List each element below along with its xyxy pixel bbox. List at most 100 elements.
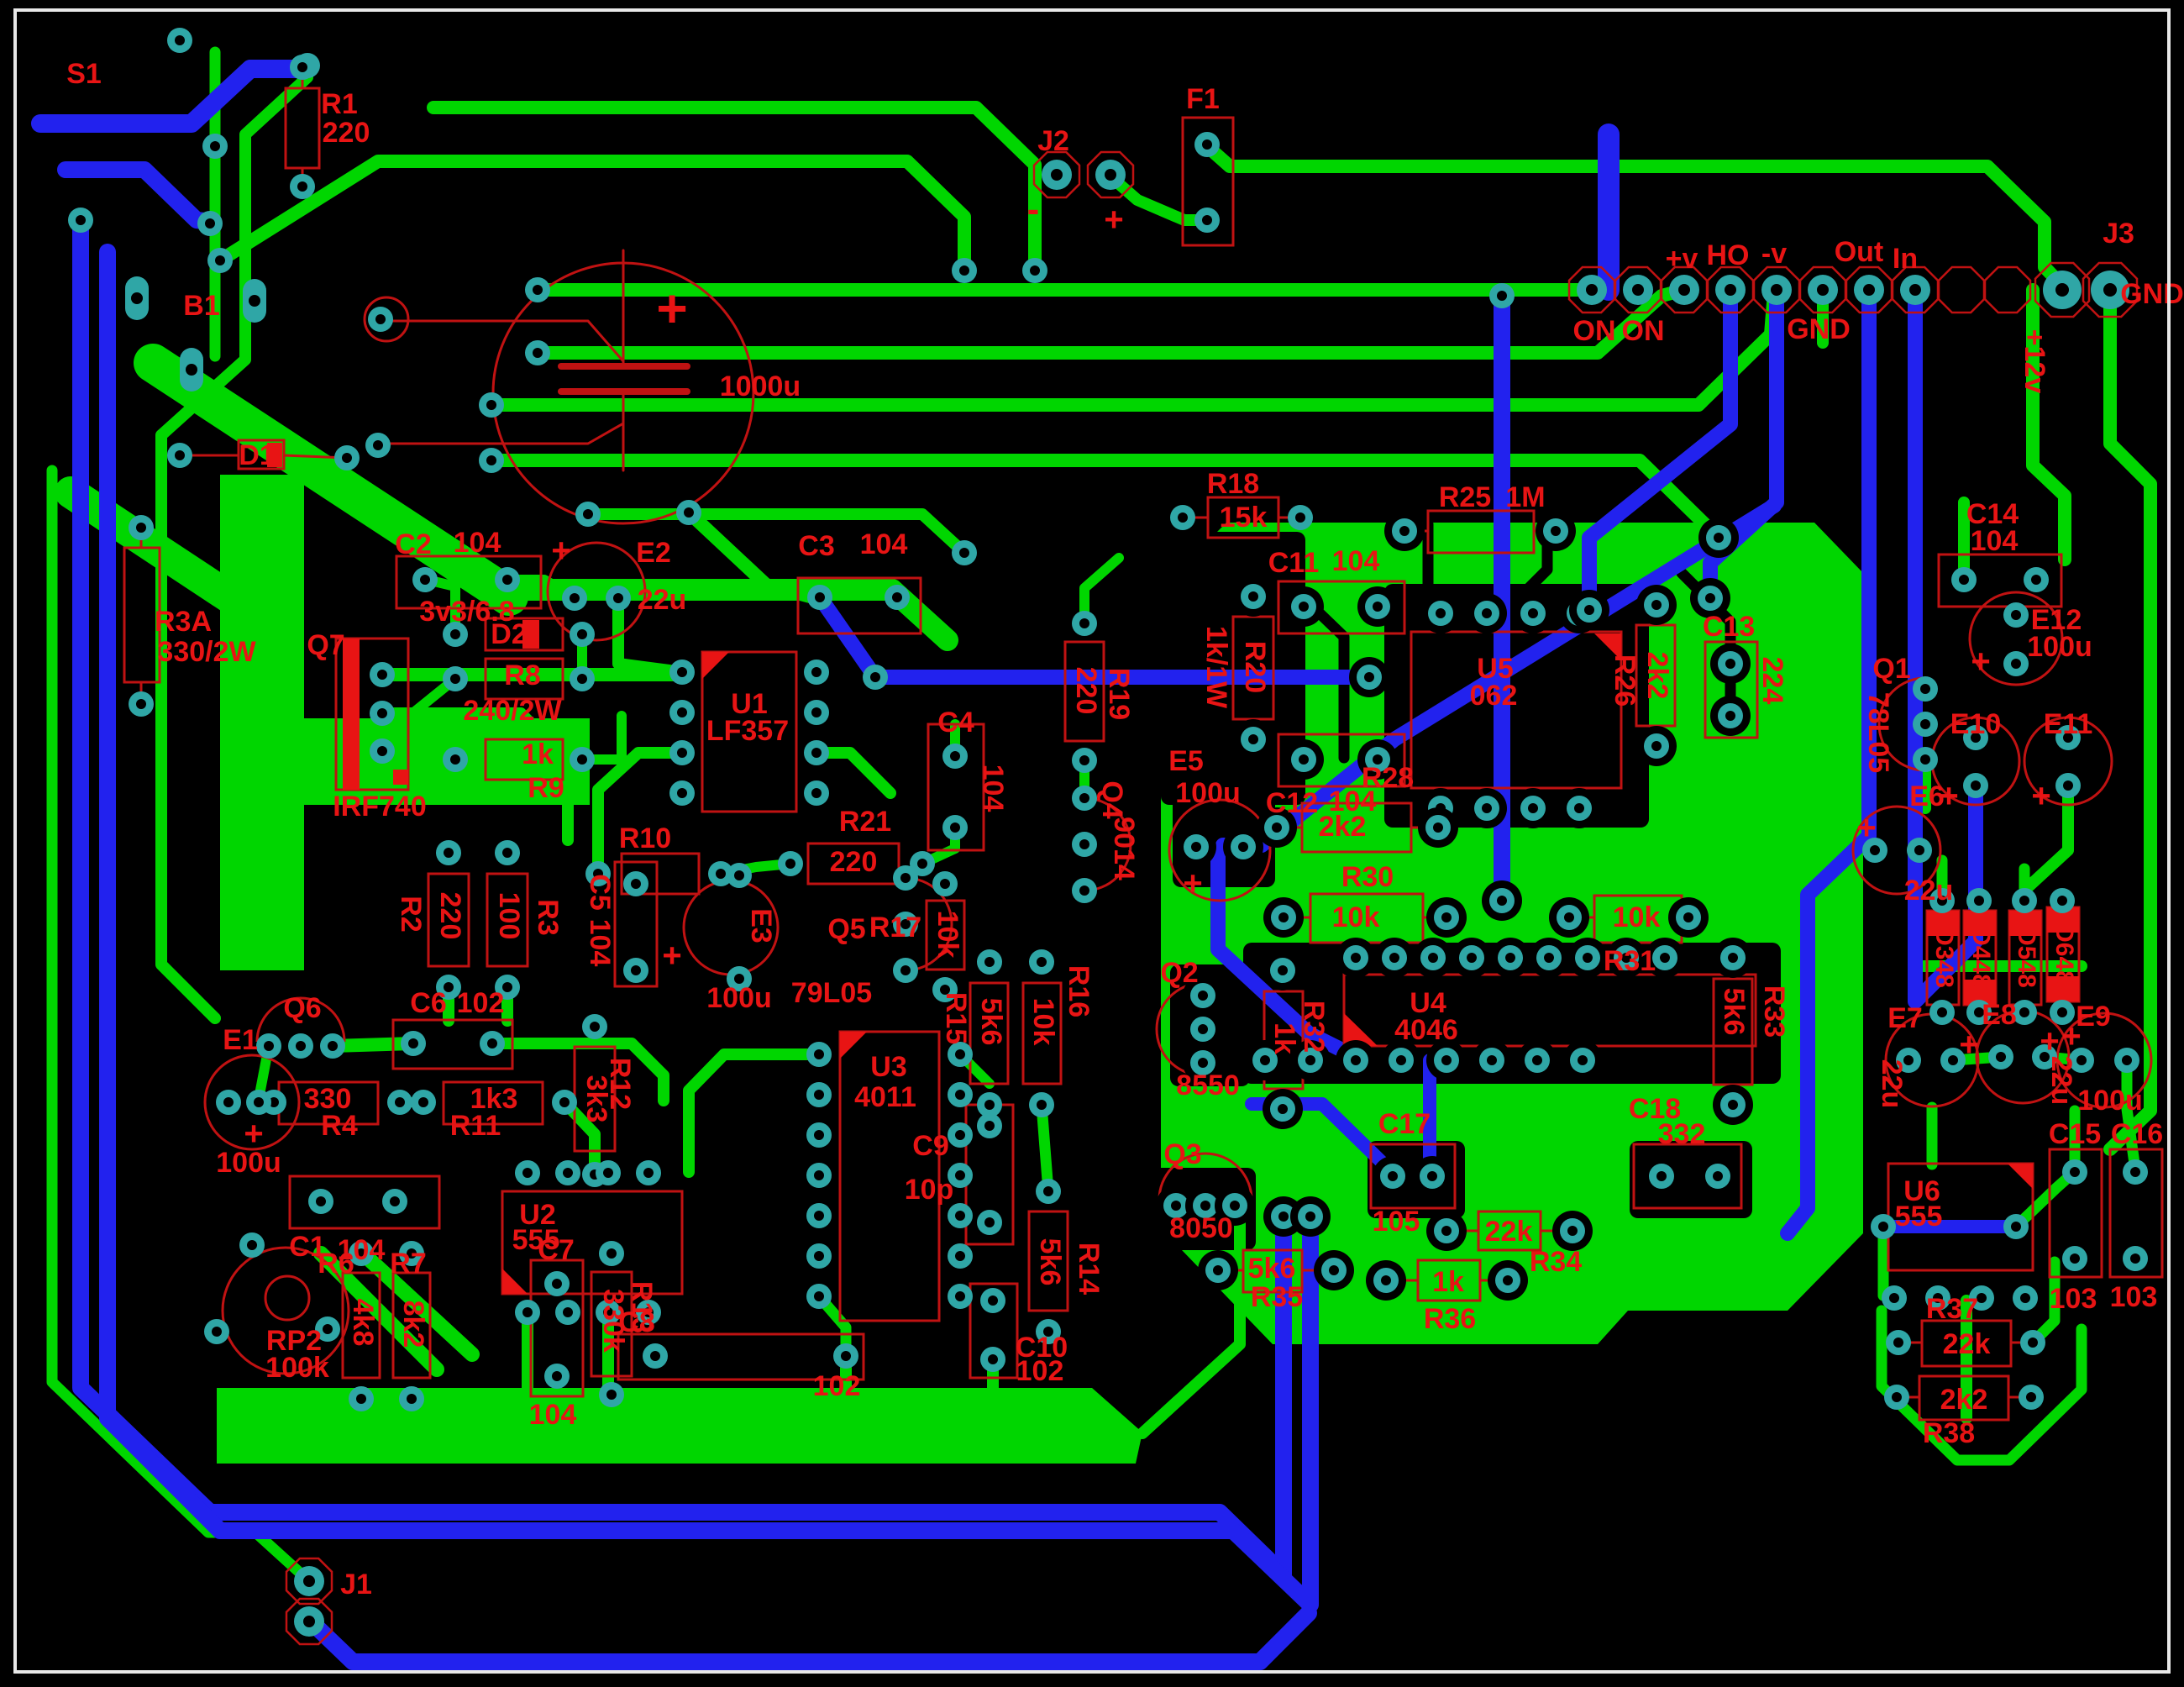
silkscreen-label: D448 (1967, 928, 1995, 988)
empty-pad-outline (1937, 265, 1986, 314)
pad-hole (264, 1041, 274, 1051)
pad-hole (590, 1022, 600, 1032)
silkscreen-label: E2 (636, 537, 671, 569)
pad-hole (377, 670, 387, 680)
silkscreen-label: R3A (155, 606, 212, 638)
pad-hole (533, 348, 543, 358)
transistor-outline (255, 996, 346, 1043)
component-outline (1937, 553, 2063, 608)
blue-trace (31, 60, 310, 133)
pad-hole (2011, 659, 2021, 669)
silkscreen-label: E9 (2076, 1001, 2111, 1033)
pad-hole (1198, 991, 1208, 1001)
component-outline (1632, 1143, 1743, 1210)
pad-hole (297, 62, 307, 72)
silkscreen-label: C6 (410, 987, 446, 1019)
silkscreen-label: 1M (1505, 481, 1545, 513)
pad-hole (2076, 1055, 2087, 1065)
silkscreen-label: J3 (2103, 218, 2134, 250)
green-trace (612, 592, 688, 678)
silkscreen-label: 1k (522, 738, 554, 770)
pad-hole (577, 674, 587, 684)
blue-trace (72, 213, 1292, 1583)
silkscreen-label: 062 (1470, 680, 1518, 712)
component-outline (1063, 640, 1105, 743)
component-outline (1277, 580, 1406, 635)
pad-hole (870, 672, 880, 682)
pad-hole (1909, 284, 1921, 296)
pad-hole (1396, 1055, 1406, 1065)
pad-hole (1544, 953, 1554, 963)
pad-hole (175, 450, 185, 460)
pad-hole (303, 1575, 315, 1587)
silkscreen-label: - (1027, 189, 1040, 230)
silkscreen-label: 330k (597, 1289, 629, 1353)
pad-hole (1260, 1055, 1270, 1065)
pad-hole (1427, 1171, 1437, 1181)
octagon-pad-outline (1706, 265, 1755, 314)
silkscreen-label: 5k6 (1248, 1253, 1296, 1285)
pad-hole (2130, 1167, 2140, 1177)
component-outline (613, 860, 659, 988)
silkscreen-label: 105 (1373, 1206, 1420, 1238)
octagon-pad-outline (1567, 265, 1616, 314)
silkscreen-label: 1k (1432, 1266, 1464, 1298)
pad-hole (215, 255, 225, 265)
silkscreen-label: C13 (1703, 611, 1755, 643)
component-outline (442, 1080, 544, 1126)
pad-hole (1893, 1338, 1903, 1348)
silkscreen-label: 2k2 (1641, 652, 1673, 700)
component-outline (264, 1274, 311, 1322)
pad-hole (2070, 1253, 2080, 1264)
pad-hole (643, 1307, 654, 1317)
silkscreen-label: 8550 (1176, 1069, 1240, 1101)
silkscreen-label: R2 (395, 896, 427, 932)
silkscreen-label: C11 (1268, 547, 1320, 579)
pad-hole (900, 965, 911, 975)
pad-hole (1725, 711, 1735, 721)
silkscreen-label: R36 (1424, 1303, 1476, 1335)
pad-hole (959, 265, 969, 276)
silkscreen-label: 104 (860, 528, 908, 560)
component-outline (486, 872, 529, 968)
silkscreen-label: + (551, 533, 570, 570)
silkscreen-label: 4011 (854, 1081, 916, 1113)
pad-hole (502, 848, 512, 858)
silkscreen-label: R7 (390, 1248, 426, 1280)
pad-hole (593, 869, 603, 879)
pad-hole (2057, 896, 2067, 906)
pad-hole (984, 1121, 995, 1131)
silkscreen-label: + (2061, 1018, 2081, 1055)
component-outline (341, 1271, 381, 1380)
pad-hole (1863, 284, 1875, 296)
green-trace (2103, 283, 2157, 1156)
pad-hole (1586, 284, 1598, 296)
pad-hole (1441, 1055, 1452, 1065)
pad-hole (1373, 602, 1383, 612)
green-trace (1036, 1099, 1054, 1197)
silkscreen-label: 10k (1332, 901, 1380, 933)
pad-hole (1299, 602, 1309, 612)
silkscreen-label: U4 (1410, 987, 1446, 1019)
pad-hole (631, 879, 641, 889)
pad-hole (785, 859, 795, 869)
pad-hole (450, 754, 460, 765)
pad-hole (1213, 1265, 1223, 1275)
silkscreen-label: R37 (1926, 1293, 1978, 1325)
silkscreen-label: ON (1573, 315, 1616, 347)
component-outline (427, 872, 470, 968)
pad-hole (1278, 965, 1288, 975)
pad-hole (940, 985, 950, 995)
pad-hole (2019, 1007, 2029, 1017)
pad-hole (563, 1168, 573, 1178)
pad-hole (1043, 1186, 1053, 1196)
component-outline (529, 1259, 585, 1398)
silkscreen-label: 78L05 (1862, 692, 1894, 773)
pad-hole (1388, 1171, 1398, 1181)
silkscreen-label: + (1104, 202, 1123, 239)
green-trace (376, 707, 574, 846)
silkscreen-label: + (1183, 865, 1202, 902)
pad-hole (502, 982, 512, 992)
pad-hole (1977, 1293, 1987, 1303)
silkscreen-label: C15 (2049, 1118, 2101, 1150)
